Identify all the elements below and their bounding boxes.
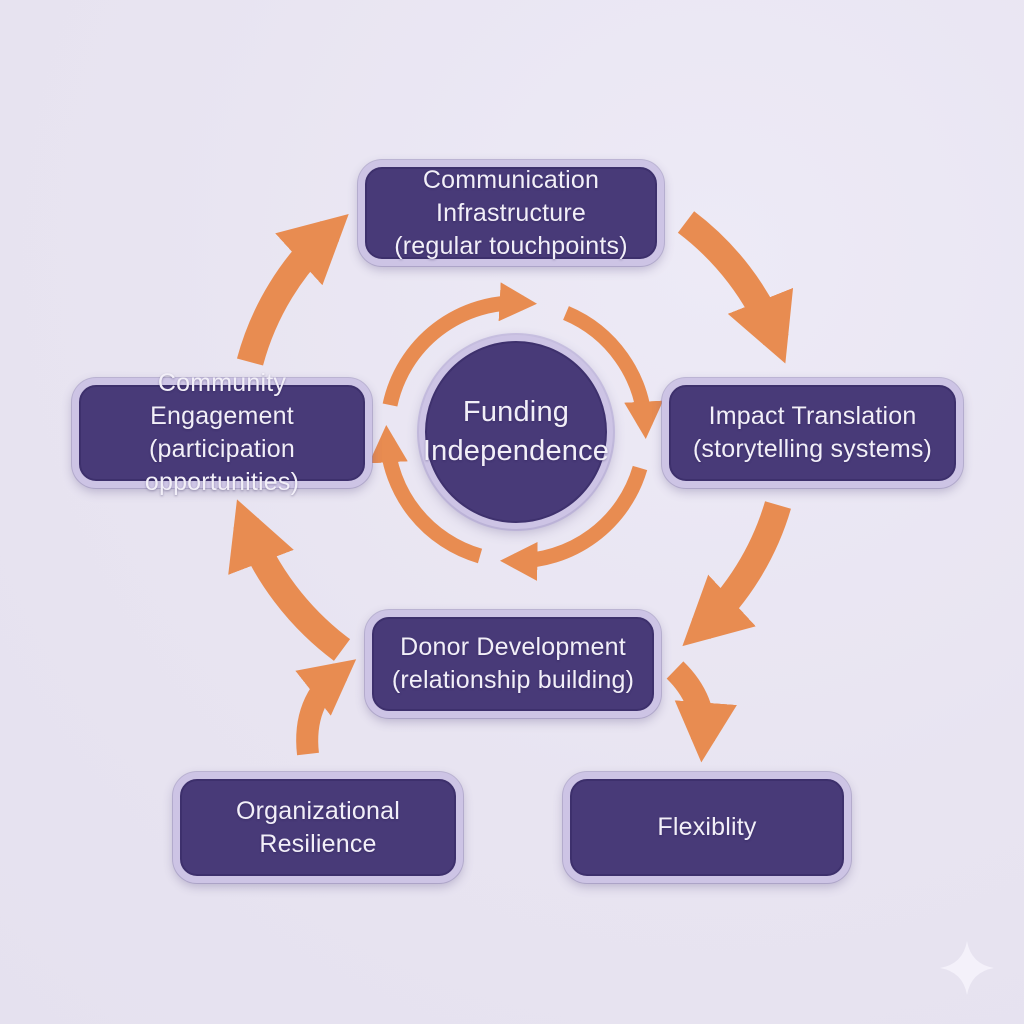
node-label: Organizational Resilience <box>235 796 400 858</box>
arrow-resilience-to-donor <box>295 659 357 756</box>
node-sublabel: (regular touchpoints) <box>394 231 628 260</box>
node-sublabel: (storytelling systems) <box>692 435 933 463</box>
arrow-donor-to-community <box>228 499 351 661</box>
node-label: Donor Development <box>400 633 626 661</box>
node-label: Impact Translation <box>708 402 917 430</box>
four-point-star-icon <box>940 941 994 995</box>
node-impact-translation: Impact Translation (storytelling systems… <box>662 378 963 488</box>
node-label: Flexiblity <box>657 813 757 841</box>
arrow-impact-to-donor <box>682 501 791 647</box>
node-flexibility: Flexiblity <box>563 772 851 883</box>
arrow-community-to-communication <box>236 214 349 366</box>
node-label: Communication Infrastructure <box>422 165 600 227</box>
node-communication-infrastructure: Communication Infrastructure (regular to… <box>358 160 664 266</box>
arrow-communication-to-impact <box>677 211 794 364</box>
node-community-engagement: Community Engagement (participation oppo… <box>72 369 372 496</box>
node-label: Community Engagement <box>150 369 294 430</box>
center-label: Funding Independence <box>422 395 610 467</box>
node-funding-independence: Funding Independence <box>419 335 613 529</box>
arrow-donor-to-flexibility <box>666 661 737 763</box>
node-donor-development: Donor Development (relationship building… <box>365 610 661 718</box>
node-sublabel: (participation opportunities) <box>144 435 300 496</box>
node-organizational-resilience: Organizational Resilience <box>173 772 463 883</box>
node-sublabel: (relationship building) <box>391 666 635 694</box>
